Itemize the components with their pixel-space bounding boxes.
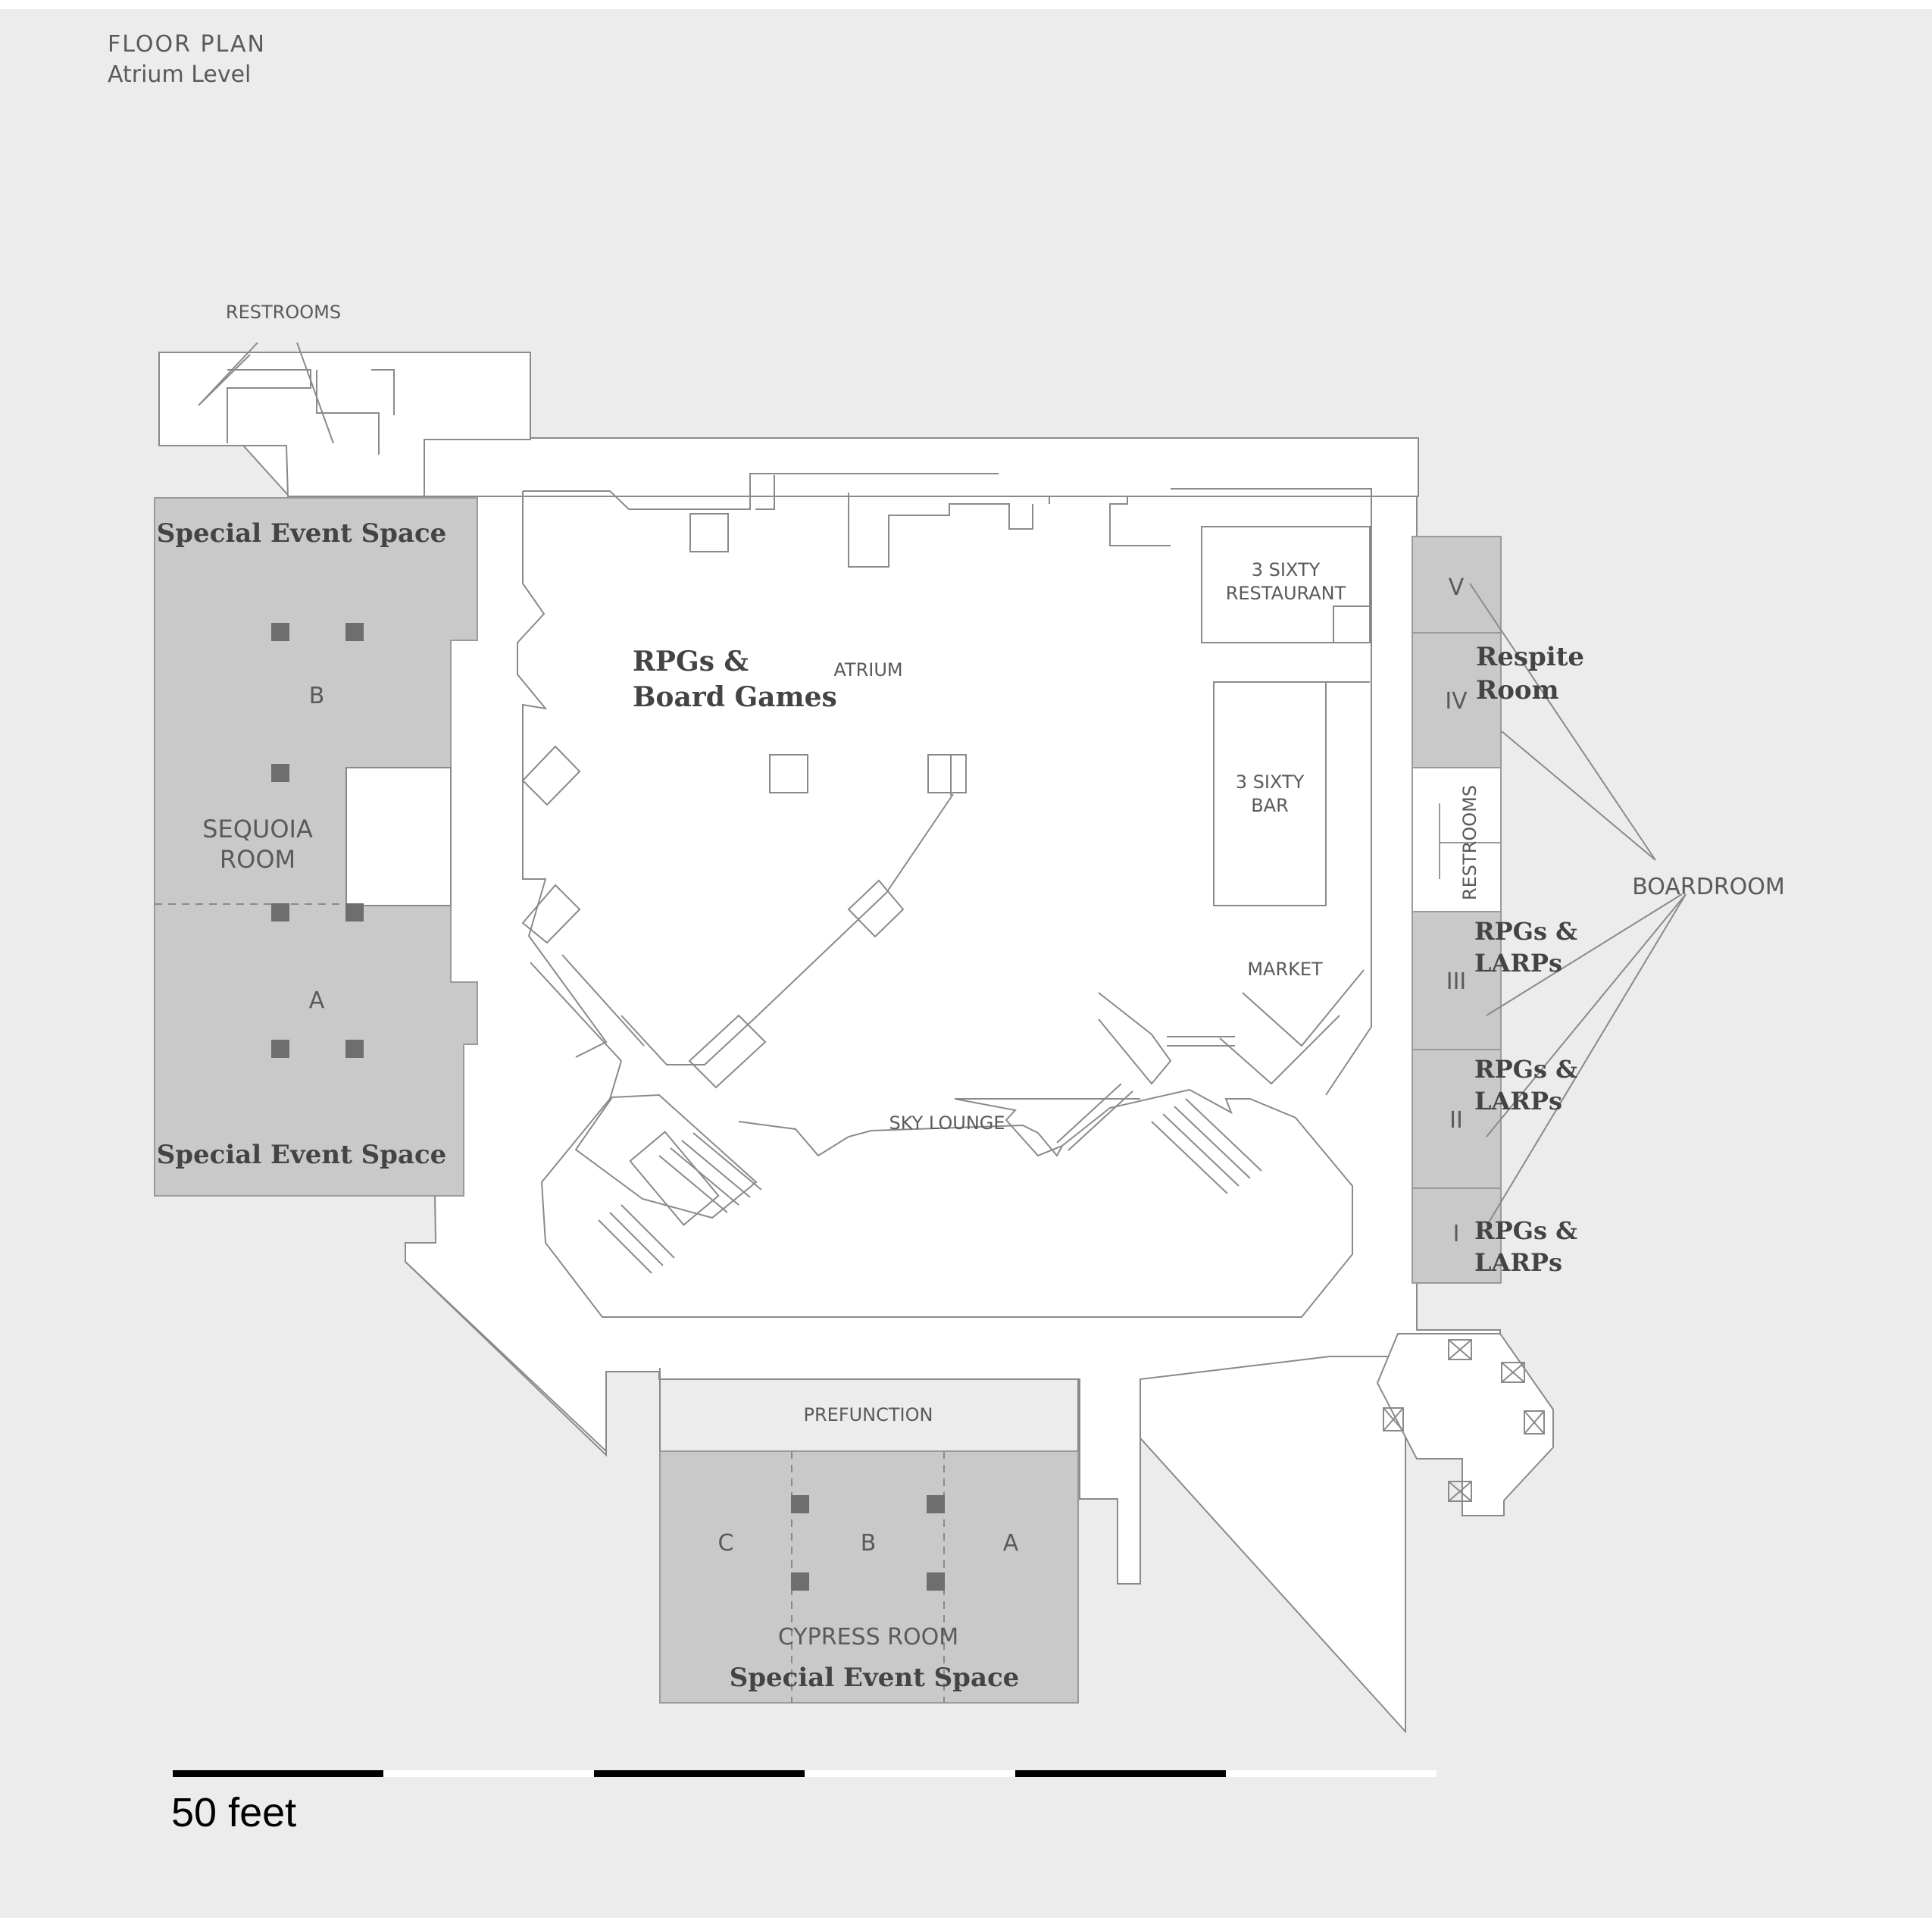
label-bar-1: 3 SIXTY [1236,771,1305,793]
label-sequoia-event-top: Special Event Space [157,518,447,549]
label-sequoia-event-bottom: Special Event Space [157,1140,447,1170]
floor-area [157,352,1501,1734]
map-subtitle: Atrium Level [108,61,251,88]
boardroom-column [1411,536,1502,1284]
label-cypress-c: C [718,1530,734,1557]
scale-label: 50 feet [171,1790,296,1835]
label-rpg-board-2: Board Games [633,681,837,713]
label-restrooms-top: RESTROOMS [226,302,341,323]
interior-walls [198,354,1372,1452]
label-atrium: ATRIUM [833,659,902,681]
label-board-iv: IV [1445,688,1468,715]
label-larp1-1: RPGs & [1474,1216,1577,1245]
label-rpg-board-1: RPGs & [633,646,749,677]
label-cypress-a: A [1003,1530,1019,1557]
label-prefunction: PREFUNCTION [804,1404,933,1425]
label-board-iii: III [1446,968,1467,995]
map-title: FLOOR PLAN [108,31,266,58]
label-sequoia-name-1: SEQUOIA [202,815,313,843]
label-restaurant-2: RESTAURANT [1226,583,1346,604]
label-restrooms-right: RESTROOMS [1459,785,1480,900]
label-sequoia-name-2: ROOM [220,845,295,874]
label-respite-2: Room [1476,675,1559,706]
label-bar-2: BAR [1251,795,1289,816]
scale-bar [173,1770,1436,1777]
label-sky-lounge: SKY LOUNGE [889,1112,1005,1134]
label-sequoia-b: B [309,683,325,709]
label-boardroom: BOARDROOM [1632,874,1785,900]
leader-lines [198,342,1687,1227]
label-larp1-2: LARPs [1474,1248,1562,1277]
label-larp2-1: RPGs & [1474,1055,1577,1084]
annex-block [1376,1329,1554,1516]
label-board-ii: II [1449,1107,1463,1134]
label-larp3-2: LARPs [1474,949,1562,978]
label-market: MARKET [1247,959,1323,980]
label-cypress-b: B [861,1530,877,1557]
label-board-v: V [1449,574,1465,601]
label-sequoia-a: A [309,987,325,1014]
label-cypress-name: CYPRESS ROOM [778,1624,958,1650]
sequoia-pillars [271,623,364,1058]
label-cypress-event: Special Event Space [730,1663,1020,1693]
label-larp2-2: LARPs [1474,1087,1562,1115]
elevator-icons [1383,1339,1545,1502]
label-restaurant-1: 3 SIXTY [1252,559,1321,580]
label-respite-1: Respite [1476,642,1584,672]
sequoia-room [154,497,478,1197]
cypress-room [659,1450,1079,1704]
label-larp3-1: RPGs & [1474,917,1577,946]
label-board-i: I [1453,1221,1460,1247]
